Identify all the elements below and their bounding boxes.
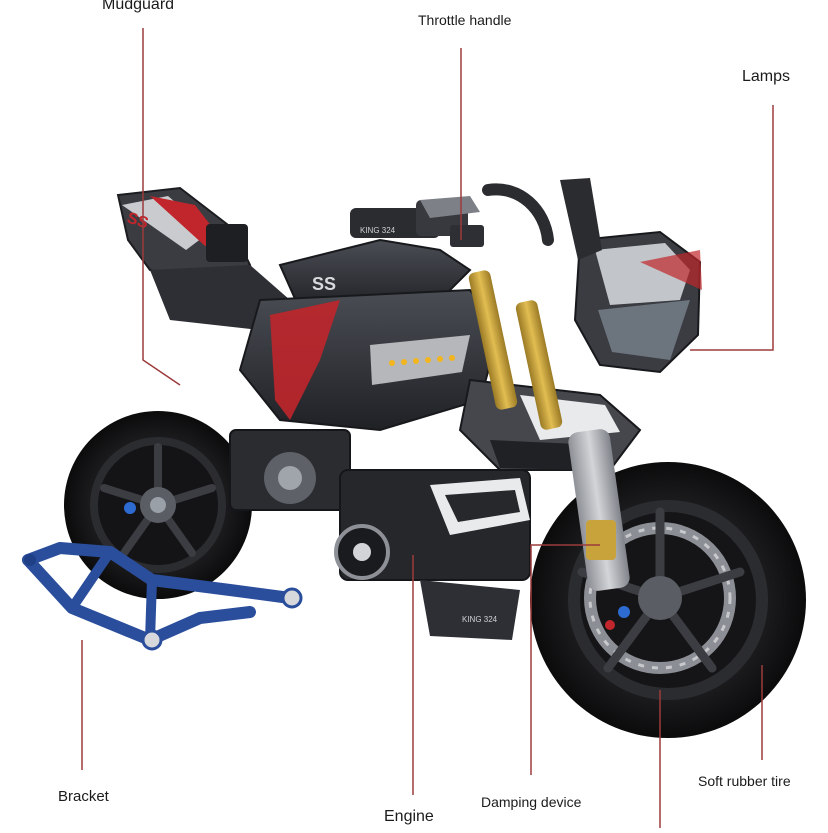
label-soft-rubber-tire: Soft rubber tire — [698, 773, 791, 789]
front-wheel — [530, 462, 806, 738]
label-engine: Engine — [384, 808, 434, 825]
leader-line-lamps — [690, 105, 774, 351]
paddock-stand-wheels — [24, 554, 303, 651]
tank-badge: SS — [312, 274, 336, 294]
label-throttle-handle: Throttle handle — [418, 12, 512, 28]
front-fork — [468, 270, 630, 591]
label-mudguard: Mudguard — [102, 0, 175, 13]
label-damping-device: Damping device — [481, 794, 582, 810]
tail-section: SS — [116, 186, 290, 330]
leader-line-mudguard — [142, 28, 181, 386]
model-tag-upper: KING 324 — [360, 226, 396, 235]
label-bracket: Bracket — [58, 788, 109, 805]
tail-badge: SS — [125, 210, 151, 233]
model-tag-lower: KING 324 — [462, 615, 498, 624]
handlebar — [420, 183, 554, 247]
headlamp-cowl — [560, 178, 702, 374]
leader-lines — [81, 28, 774, 828]
engine-block: KING 324 — [229, 429, 531, 640]
leader-line-damping — [530, 544, 600, 775]
label-lamps: Lamps — [742, 68, 791, 85]
